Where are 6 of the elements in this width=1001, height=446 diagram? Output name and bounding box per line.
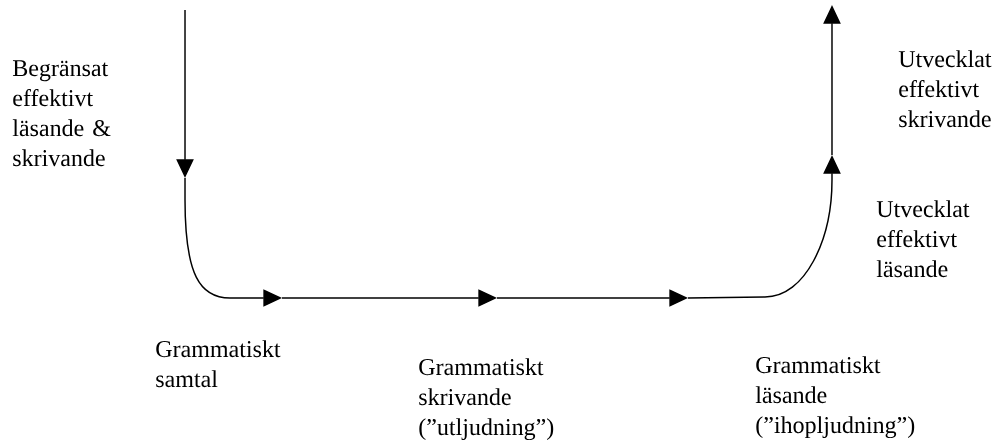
stage-label: Grammatiskt läsande (”ihopljudning”) xyxy=(755,356,915,439)
stage-label: Utvecklat effektivt skrivande xyxy=(898,50,992,128)
stage-label: Grammatiskt samtal xyxy=(156,340,281,388)
stage-label: Grammatiskt skrivande (”utljudning”) xyxy=(419,358,554,441)
stage-label: Utvecklat effektivt läsande xyxy=(876,200,970,278)
stage-label: Begränsat effektivt läsande & skrivande xyxy=(12,60,111,167)
